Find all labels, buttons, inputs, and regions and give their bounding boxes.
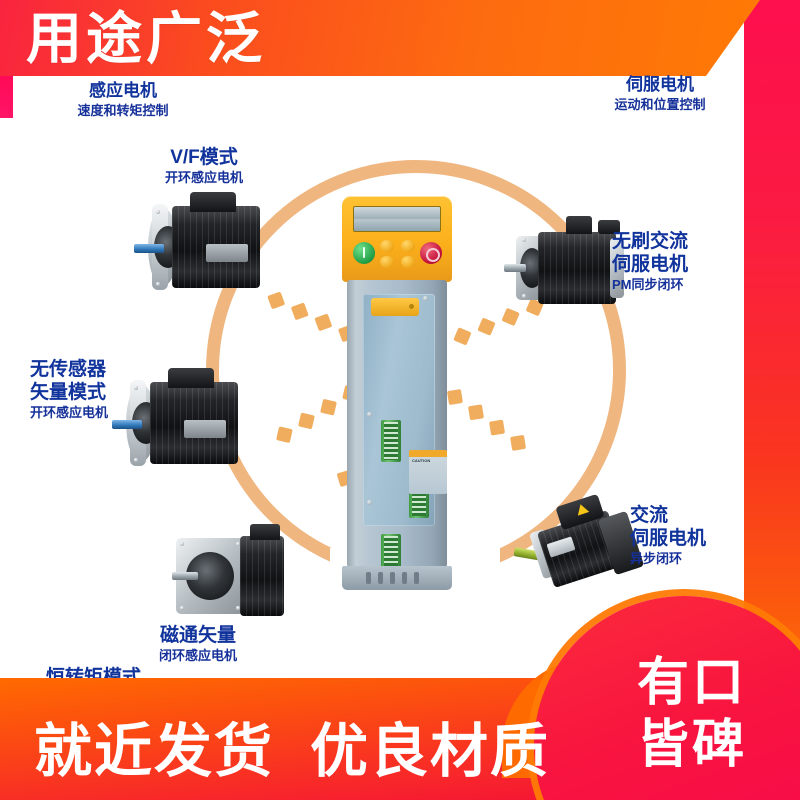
label-flux-vector-subtitle: 闭环感应电机 [158,648,237,663]
page-title: 用途广泛 [26,7,266,70]
drive-screw [423,296,428,301]
label-flux-vector: 磁通矢量 闭环感应电机 [118,624,278,664]
label-sensorless-vector: 无传感器 矢量模式 开环感应电机 [30,358,180,421]
header-caption-left-subtitle: 速度和转矩控制 [77,103,169,118]
motor-control-diagram: CAUTION [0,118,744,678]
label-bldc-ac-servo: 无刷交流 伺服电机 PM同步闭环 [612,230,782,293]
drive-base-vents [342,566,452,590]
terminal-block-power [381,534,401,576]
right-button[interactable] [401,256,415,268]
induction-motor-vf [132,190,272,294]
left-edge-pink-stripe [0,76,13,118]
stepper-motor-flux-vector [168,524,294,634]
label-bldc-ac-servo-subtitle: PM同步闭环 [612,277,684,292]
drive-keypad [342,196,452,282]
footer-badge-line2: 皆碑 [636,716,747,774]
label-ac-servo: 交流 伺服电机 异步闭环 [630,504,800,567]
up-button[interactable] [380,240,394,252]
induction-motor-sensorless [112,366,252,470]
label-sensorless-vector-subtitle: 开环感应电机 [30,405,109,420]
header-caption-right-subtitle: 运动和位置控制 [614,97,706,112]
caution-bar [409,450,447,457]
drive-lcd-display [353,206,441,232]
label-ac-servo-title2: 伺服电机 [630,528,707,549]
right-edge-gradient-stripe [744,0,800,728]
label-bldc-ac-servo-title2: 伺服电机 [612,254,689,275]
label-vf-mode: V/F模式 开环感应电机 [126,146,282,186]
drive-chassis: CAUTION [347,280,447,576]
drive-cover-latch [371,298,419,316]
label-vf-mode-subtitle: 开环感应电机 [164,170,243,185]
label-ac-servo-subtitle: 异步闭环 [630,551,683,566]
ac-servo-motor-with-brake [513,493,645,600]
label-sensorless-vector-title2: 矢量模式 [30,382,107,403]
caution-label: CAUTION [409,450,447,494]
footer-badge-text: 有口 皆碑 [600,652,784,776]
footer-slogan: 就近发货优良材质 [34,716,550,788]
terminal-block-control [381,420,401,462]
footer-slogan-right: 优良材质 [310,719,551,784]
drive-screw [367,500,372,505]
stop-button[interactable] [420,242,442,264]
caution-text: CAUTION [412,458,431,463]
run-button[interactable] [353,242,375,264]
footer-badge-line1: 有口 [636,654,747,712]
label-ac-servo-title: 交流 [630,505,669,526]
header-caption-right-title: 伺服电机 [626,75,694,94]
header-banner [0,0,760,76]
down-button[interactable] [401,240,415,252]
label-sensorless-vector-title: 无传感器 [30,359,107,380]
vfd-drive-unit: CAUTION [336,196,458,590]
drive-front-cover: CAUTION [363,294,447,576]
drive-screw [367,412,372,417]
ac-servo-motor-brushless [504,216,634,314]
label-flux-vector-title: 磁通矢量 [159,625,236,646]
footer-slogan-left: 就近发货 [34,719,275,784]
header-caption-left: 感应电机 速度和转矩控制 [18,80,228,120]
label-vf-mode-title: V/F模式 [170,147,238,168]
label-bldc-ac-servo-title: 无刷交流 [612,231,689,252]
header-caption-left-title: 感应电机 [89,81,157,100]
header-caption-right: 伺服电机 运动和位置控制 [570,74,750,114]
left-button[interactable] [380,256,394,268]
